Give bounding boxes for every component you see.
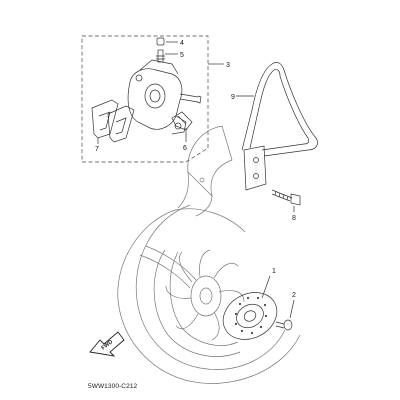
hose-bracket-loop [241, 62, 318, 157]
tire-outline [117, 209, 301, 384]
hose-bracket-plate [243, 145, 267, 191]
bleed-screw-hex [156, 55, 165, 60]
part-number-2: 2 [292, 292, 296, 299]
brake-caliper [127, 59, 202, 135]
hose-bracket-loop-inner [249, 69, 310, 151]
wheel-spokes [165, 249, 245, 341]
fork-bolt [199, 177, 205, 183]
caliper-body [127, 68, 183, 130]
forward-arrow-shape [89, 331, 125, 357]
part-number-1: 1 [272, 268, 276, 275]
disc-bolt-head [283, 319, 293, 331]
caliper-mount-hole [135, 74, 143, 82]
bleed-screw-assembly [156, 37, 165, 63]
bracket-bolt [271, 189, 301, 206]
part-number-6: 6 [183, 145, 187, 152]
brake-disc-inner [236, 303, 264, 329]
bracket-bolt-shank [271, 189, 293, 202]
bleed-screw-cap [156, 37, 165, 46]
hose-bracket [241, 62, 318, 191]
disc-bolt [275, 319, 293, 331]
caliper-mount-hole-lower [174, 122, 182, 130]
wheel-hub-center [199, 287, 213, 305]
brake-disc-center [243, 310, 257, 322]
caliper-piston [144, 83, 166, 109]
part-number-5: 5 [180, 52, 184, 59]
disc-bolt-shank [275, 321, 285, 329]
wheel-rim-inner [169, 251, 239, 346]
front-fork [177, 125, 233, 217]
tire-tread-line [135, 204, 286, 370]
diagram-code: 5WW1300-C212 [88, 383, 138, 390]
pad-spring-shape [171, 111, 193, 131]
wheel-hub [190, 275, 222, 317]
part-number-7: 7 [95, 146, 99, 153]
forward-arrow: FWD [89, 331, 125, 357]
wheel-rim [153, 249, 241, 357]
brake-pads [91, 99, 135, 143]
front-wheel [117, 204, 301, 384]
hose-bracket-hole-lower [253, 173, 259, 179]
part-numbers: 4 5 3 9 6 7 8 1 2 [95, 40, 296, 299]
leader-lines [97, 41, 295, 319]
part-number-8: 8 [292, 215, 296, 222]
brake-pad-front [91, 99, 119, 139]
caliper-assembly-frame [81, 35, 209, 163]
caliper-piston-inner [149, 89, 161, 103]
part-number-4: 4 [180, 40, 184, 47]
brake-pad-front-face [98, 111, 111, 131]
brake-disc-holes [234, 296, 268, 335]
part-number-9: 9 [231, 94, 235, 101]
bracket-bolt-head [290, 193, 301, 206]
brake-disc [222, 292, 278, 340]
fork-tube [187, 125, 233, 198]
tire-top-edge [174, 208, 246, 233]
caliper-pin-bolt [179, 93, 202, 104]
fork-lower-leg [139, 245, 197, 289]
brake-pad-rear-face [115, 117, 127, 135]
fork-tube-lower [177, 171, 213, 217]
pad-spring [171, 111, 193, 131]
bracket-bolt-thread [274, 190, 289, 201]
hose-bracket-hole [253, 157, 259, 163]
brake-disc-outer [222, 292, 278, 340]
brake-pad-rear [107, 105, 135, 143]
part-number-3: 3 [226, 62, 230, 69]
